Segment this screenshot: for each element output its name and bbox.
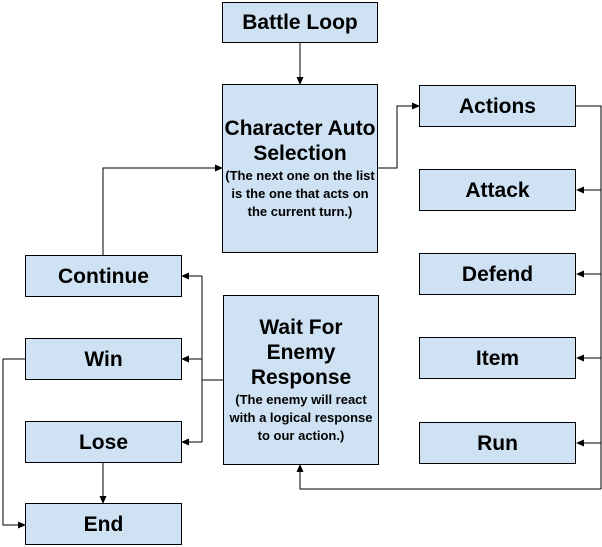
lose-label: Lose bbox=[78, 430, 128, 454]
battle-loop-node: Battle Loop bbox=[222, 2, 378, 43]
battle-loop-label: Battle Loop bbox=[242, 11, 358, 34]
end-label: End bbox=[83, 512, 124, 536]
item-label: Item bbox=[475, 346, 520, 370]
item-node: Item bbox=[419, 337, 576, 379]
lose-node: Lose bbox=[25, 421, 182, 463]
character-selection-node: Character Auto Selection (The next one o… bbox=[222, 84, 378, 253]
win-node: Win bbox=[25, 338, 182, 380]
run-label: Run bbox=[477, 431, 518, 455]
edge-actions-to-wait bbox=[296, 464, 601, 490]
edge-wait-trunk bbox=[201, 276, 223, 442]
character-selection-note: (The next one on the list is the one tha… bbox=[225, 168, 375, 219]
continue-label: Continue bbox=[58, 264, 149, 288]
defend-label: Defend bbox=[461, 262, 534, 286]
win-label: Win bbox=[84, 347, 123, 371]
wait-enemy-note: (The enemy will react with a logical res… bbox=[229, 392, 373, 443]
edge-win-to-end bbox=[2, 358, 26, 529]
edge-actions-trunk bbox=[576, 105, 602, 489]
continue-node: Continue bbox=[25, 255, 182, 297]
run-node: Run bbox=[419, 422, 576, 464]
character-selection-title: Character Auto Selection bbox=[224, 117, 376, 165]
attack-label: Attack bbox=[465, 178, 530, 202]
wait-enemy-title: Wait For Enemy Response bbox=[250, 316, 352, 389]
actions-node: Actions bbox=[419, 85, 576, 127]
wait-enemy-node: Wait For Enemy Response (The enemy will … bbox=[223, 295, 379, 465]
actions-label: Actions bbox=[458, 94, 536, 118]
defend-node: Defend bbox=[419, 253, 576, 295]
attack-node: Attack bbox=[419, 169, 576, 211]
end-node: End bbox=[25, 503, 182, 545]
edge-continue-to-selection bbox=[102, 164, 223, 255]
edge-selection-to-actions bbox=[378, 102, 420, 169]
